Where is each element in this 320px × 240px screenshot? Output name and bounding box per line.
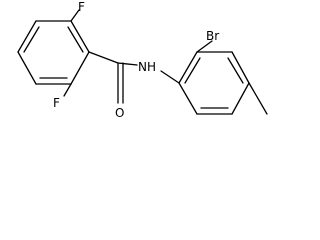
bond [248, 82, 268, 115]
bond [17, 20, 37, 53]
bromine-label: Br [206, 29, 219, 43]
bond [178, 82, 198, 115]
bond [231, 51, 250, 84]
bond [117, 62, 138, 66]
bond [178, 51, 198, 84]
atom-labels: F F NH O Br [53, 0, 219, 120]
amide-nitrogen-label: NH [138, 60, 156, 74]
bond [160, 70, 180, 84]
fluorine-top-label: F [78, 0, 85, 14]
bond [63, 83, 72, 97]
bond [88, 51, 119, 64]
bond [23, 26, 40, 53]
structure-canvas: F F NH O Br [17, 0, 268, 120]
bond [227, 57, 244, 84]
bonds [17, 9, 268, 115]
bond [70, 20, 90, 53]
bond [231, 82, 250, 115]
carbonyl-oxygen-label: O [115, 106, 124, 120]
bond [17, 51, 37, 85]
bond [184, 57, 201, 84]
bond [70, 9, 80, 22]
fluorine-bottom-label: F [53, 96, 60, 110]
bond [196, 40, 213, 53]
bond [67, 26, 84, 53]
bond [70, 51, 90, 85]
